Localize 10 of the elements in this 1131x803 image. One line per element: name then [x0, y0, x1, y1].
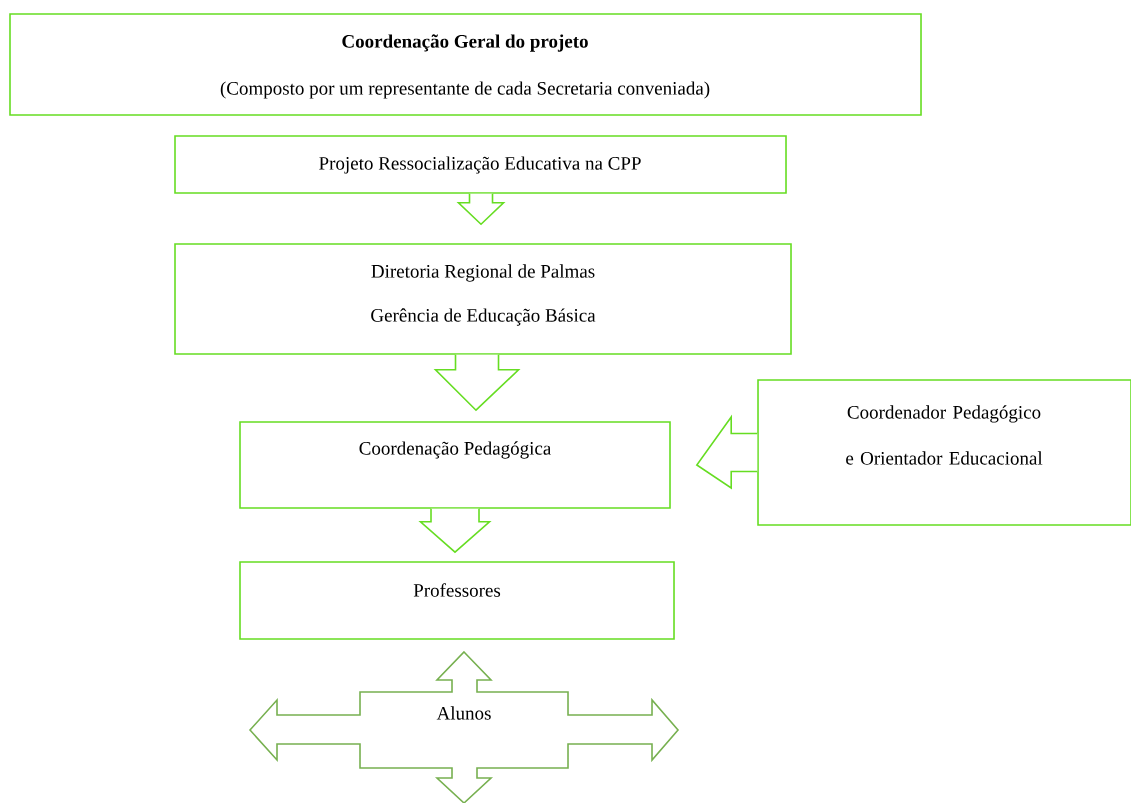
side-box: Coordenador Pedagógico e Orientador Educacional	[757, 379, 1131, 526]
block-arrow	[418, 508, 492, 554]
header-box: Coordenação Geral do projeto (Composto por um representante de cada Secretaria conveniada)	[9, 13, 922, 116]
block-arrow	[695, 414, 758, 490]
process-box: Projeto Ressocialização Educativa na CPP	[174, 135, 787, 194]
process-box: Professores	[239, 561, 675, 640]
process-box: Diretoria Regional de Palmas Gerência de Educação Básica	[174, 243, 792, 355]
process-box: Coordenação Pedagógica	[239, 421, 671, 509]
block-arrow	[456, 193, 506, 226]
block-arrow	[433, 354, 521, 412]
